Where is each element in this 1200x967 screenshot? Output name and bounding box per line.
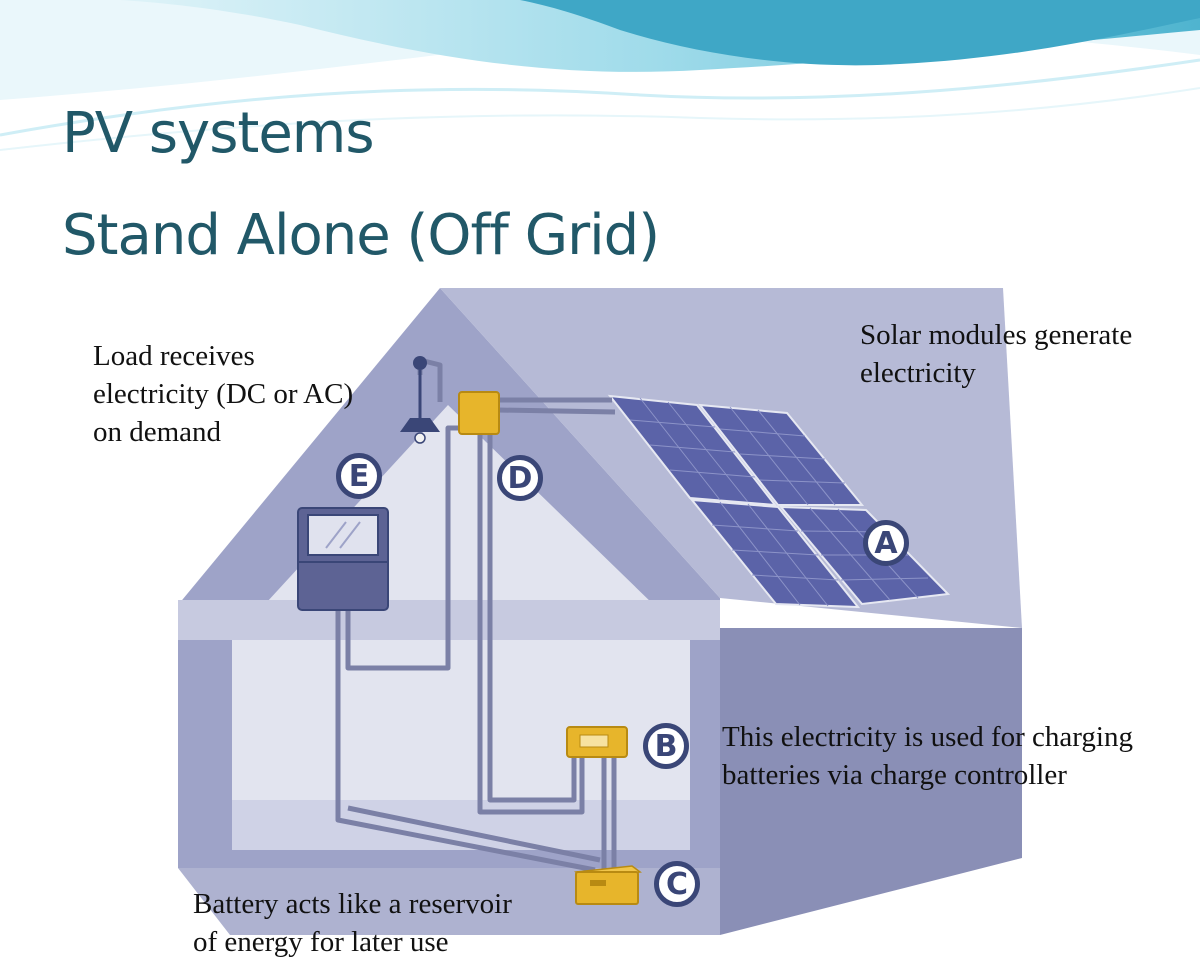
slide-title-line-1: PV systems <box>62 101 375 166</box>
caption-battery-line-2: of energy for later use <box>193 926 449 958</box>
caption-charging-line-1: This electricity is used for charging <box>722 721 1133 753</box>
label-badge-d: D <box>497 455 543 501</box>
label-badge-c: C <box>654 861 700 907</box>
solar-panels <box>607 394 951 609</box>
label-badge-e: E <box>336 453 382 499</box>
label-badge-b: B <box>643 723 689 769</box>
wave-band-front <box>520 0 1200 66</box>
caption-load-line-3: on demand <box>93 416 222 448</box>
header-waves <box>0 0 1200 151</box>
caption-modules-line-1: Solar modules generate <box>860 319 1133 351</box>
caption-load: Load receives electricity (DC or AC) on … <box>93 337 353 451</box>
battery <box>574 865 642 905</box>
load-inverter-unit <box>297 507 389 611</box>
wave-line-1 <box>0 58 1200 137</box>
label-badge-a: A <box>863 520 909 566</box>
wave-line-2 <box>0 87 1200 151</box>
slide-title-line-2: Stand Alone (Off Grid) <box>62 203 660 268</box>
charge-controller <box>566 726 628 758</box>
caption-charging: This electricity is used for charging ba… <box>722 718 1133 794</box>
caption-load-line-1: Load receives <box>93 340 255 372</box>
caption-load-line-2: electricity (DC or AC) <box>93 378 354 410</box>
caption-modules: Solar modules generate electricity <box>860 316 1132 392</box>
ceiling-lamp <box>400 356 440 444</box>
caption-modules-line-2: electricity <box>860 357 976 389</box>
house-side-wall <box>720 628 1022 935</box>
caption-charging-line-2: batteries via charge controller <box>722 759 1067 791</box>
caption-battery-line-1: Battery acts like a reservoir <box>193 888 512 920</box>
caption-battery: Battery acts like a reservoir of energy … <box>193 885 512 961</box>
junction-box <box>458 391 500 435</box>
